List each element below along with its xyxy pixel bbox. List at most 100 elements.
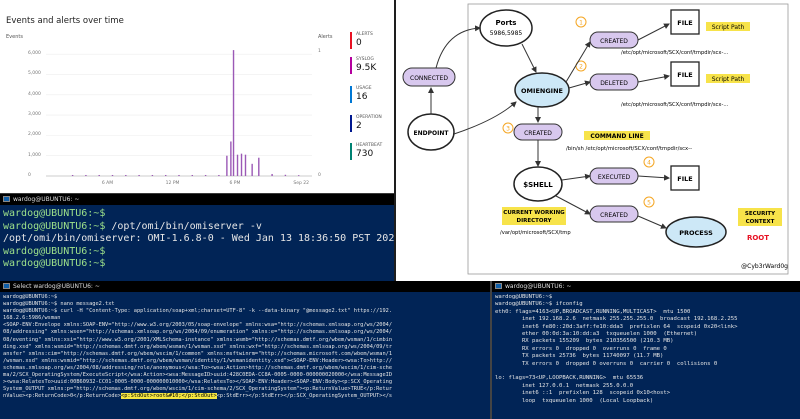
ports-node — [479, 9, 533, 47]
terminal-line — [495, 368, 737, 375]
endpoint-label: ENDPOINT — [414, 130, 450, 137]
cwd-label-2: DIRECTORY — [517, 218, 553, 224]
terminal-line: inet6 fe80::20d:3aff:fe10:dda3 prefixlen… — [495, 323, 738, 330]
right-axis-label: Alerts — [318, 34, 333, 40]
terminal-prompt: wardog@UBUNTU6:~$ — [3, 220, 106, 232]
executed-label: EXECUTED — [598, 174, 631, 181]
y-tick-label: 3,000 — [28, 112, 41, 118]
syslog-bar — [191, 174, 193, 176]
terminal-line: eth0: flags=4163<UP,BROADCAST,RUNNING,MU… — [495, 308, 691, 315]
security-context-1: SECURITY — [745, 211, 776, 217]
terminal-line: ma/2/SCX_OperatingSystem/ExecuteScript</… — [3, 372, 393, 379]
terminal-window-small[interactable]: wardog@UBUNTU6: ~ wardog@UBUNTU6:~$wardo… — [0, 193, 394, 281]
terminal-title: Select wardog@UBUNTU6: ~ — [13, 283, 100, 290]
y-tick-label: 2,000 — [28, 132, 41, 138]
terminal-line: inet 127.0.0.1 netmask 255.0.0.0 — [495, 382, 634, 389]
terminal-line: wardog@UBUNTU6:~$ nano message2.txt — [3, 301, 115, 308]
omiengine-node — [514, 72, 570, 108]
terminal-line: System_OUTPUT xmlns:p="http://schemas.dm… — [3, 386, 393, 393]
cwd-highlight — [502, 207, 566, 225]
step-5: 5 — [647, 200, 651, 207]
omi-attack-diagram: Ports 5986,5985 CONNECTED ENDPOINT OMIEN… — [396, 0, 800, 281]
syslog-bar — [98, 174, 100, 176]
y-tick-label: 6,000 — [28, 51, 41, 57]
terminal-output[interactable]: wardog@UBUNTU6:~$wardog@UBUNTU6:~$ nano … — [3, 294, 392, 400]
legend-label: SYSLOG — [356, 57, 374, 62]
syslog-bar — [230, 141, 232, 176]
terminal-line: wardog@UBUNTU6:~$ — [3, 246, 394, 259]
step-3-circle — [502, 122, 514, 134]
terminal-line: <SOAP-ENV:Envelope xmlns:SOAP-ENV="http:… — [3, 322, 393, 329]
syslog-bar — [138, 174, 140, 176]
shell-node — [513, 166, 563, 202]
terminal-command: /opt/omi/bin/omiserver: OMI-1.6.8-0 - We… — [3, 233, 394, 244]
legend-color-bar — [350, 57, 352, 74]
deleted-label: DELETED — [600, 80, 628, 87]
connected-pill — [402, 67, 456, 87]
terminal-line: wardog@UBUNTU6:~$ — [495, 294, 553, 300]
terminal-titlebar[interactable]: wardog@UBUNTU6: ~ — [492, 281, 800, 292]
author-handle: @Cyb3rWard0g — [741, 263, 788, 270]
window-divider — [490, 281, 492, 419]
script-path-2: /etc/opt/microsoft/SCX/conf/tmpdir/scx-.… — [621, 102, 729, 108]
events-bar-chart — [46, 50, 312, 177]
left-axis-label: Events — [6, 34, 23, 40]
connected-label: CONNECTED — [410, 75, 448, 82]
terminal-command: /opt/omi/bin/omiserver -v — [105, 220, 262, 232]
terminal-line: 08/eventing" xmlns:xsi="http://www.w3.or… — [3, 336, 393, 343]
terminal-line: 168.2.6:5986/wsman — [3, 315, 61, 322]
legend-value: 16 — [356, 92, 368, 102]
syslog-bar — [284, 174, 287, 176]
terminal-output[interactable]: wardog@UBUNTU6:~$wardog@UBUNTU6:~$ /opt/… — [3, 208, 394, 271]
legend-value: 2 — [356, 121, 362, 131]
terminal-line: wardog@UBUNTU6:~$ curl -H "Content-Type:… — [3, 308, 393, 315]
step-4-circle — [643, 156, 655, 168]
terminal-prompt: wardog@UBUNTU6:~$ — [3, 245, 106, 257]
terminal-line: inet6 ::1 prefixlen 128 scopeid 0x10<hos… — [495, 390, 671, 397]
syslog-bar — [244, 154, 247, 176]
syslog-bar — [226, 155, 228, 176]
step-3: 3 — [506, 126, 510, 133]
shell-label: $SHELL — [523, 181, 553, 189]
syslog-bar — [204, 174, 207, 176]
stdout-root-highlight: <p:StdOut>root&#10;</p:StdOut> — [121, 393, 217, 400]
y-right-tick-label: 0 — [318, 173, 321, 178]
file-label-1: FILE — [677, 19, 692, 27]
legend-value: 730 — [356, 149, 374, 159]
terminal-line: TX packets 25736 bytes 11740097 (11.7 MB… — [495, 353, 664, 360]
created-label-3: CREATED — [600, 212, 628, 219]
terminal-window-curl[interactable]: Select wardog@UBUNTU6: ~ wardog@UBUNTU6:… — [0, 281, 490, 419]
terminal-titlebar[interactable]: Select wardog@UBUNTU6: ~ — [0, 281, 490, 292]
terminal-line: wardog@UBUNTU6:~$ — [3, 208, 394, 221]
syslog-bar — [232, 50, 235, 176]
y-tick-label: 5,000 — [28, 71, 41, 77]
terminal-line: inet 192.168.2.6 netmask 255.255.255.0 b… — [495, 316, 738, 323]
ports-label: Ports — [496, 19, 517, 27]
syslog-bar — [151, 174, 154, 176]
x-tick-label: Sep 22 — [293, 181, 309, 186]
syslog-bar — [125, 174, 127, 176]
created-label-2: CREATED — [524, 130, 552, 137]
terminal-line: ether 00:0d:3a:10:dd:a3 txqueuelen 1000 … — [495, 331, 698, 338]
x-tick-label: 6 PM — [229, 181, 241, 186]
syslog-bar — [251, 163, 253, 176]
terminal-text: <p:StdErr></p:StdErr></p:SCX_OperatingSy… — [216, 393, 393, 400]
terminal-icon — [3, 283, 10, 289]
terminal-output[interactable]: wardog@UBUNTU6:~$wardog@UBUNTU6:~$ ifcon… — [495, 294, 737, 405]
script-path-label-2: Script Path — [712, 76, 745, 83]
terminal-line: RX packets 155209 bytes 210356500 (210.3… — [495, 338, 674, 345]
y-tick-label: 4,000 — [28, 91, 41, 97]
x-tick-label: 12 PM — [165, 181, 180, 186]
syslog-bar — [236, 154, 239, 176]
legend-label: USAGE — [356, 86, 372, 91]
terminal-title: wardog@UBUNTU6: ~ — [505, 283, 572, 290]
terminal-line: schemas.xmlsoap.org/ws/2004/08/addressin… — [3, 364, 393, 371]
syslog-bar — [258, 157, 260, 176]
legend-value: 0 — [356, 38, 362, 48]
terminal-titlebar[interactable]: wardog@UBUNTU6: ~ — [0, 194, 394, 205]
terminal-window-ifconfig[interactable]: wardog@UBUNTU6: ~ wardog@UBUNTU6:~$wardo… — [492, 281, 800, 419]
terminal-line: RX errors 0 dropped 0 overruns 0 frame 0 — [495, 345, 667, 352]
root-label: ROOT — [747, 234, 769, 242]
legend-label: ALERTS — [356, 32, 373, 37]
terminal-line: ansfer" xmlns:cim="http://schemas.dmtf.o… — [3, 350, 393, 357]
